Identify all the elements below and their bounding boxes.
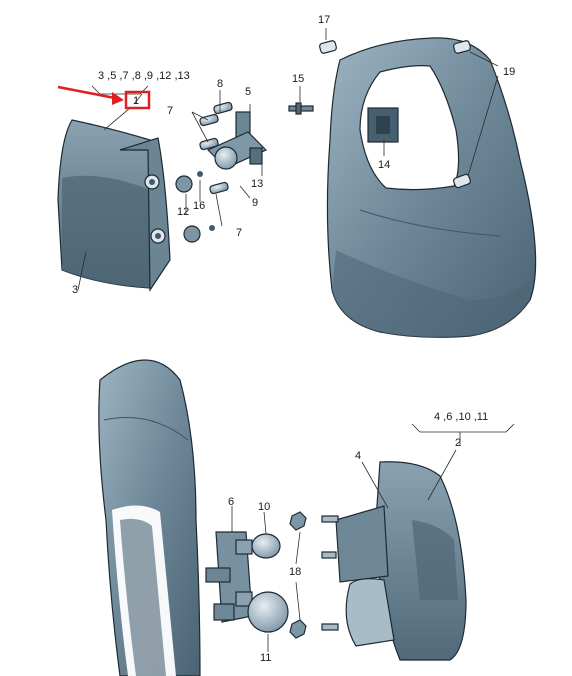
callout-16: 16: [193, 200, 205, 212]
callout-11: 11: [260, 652, 271, 664]
leader-lines: [77, 28, 515, 652]
bulb-holder-top: [175, 101, 268, 243]
callout-10: 10: [258, 501, 270, 513]
bulb-11: [213, 591, 289, 633]
screw-15: [288, 102, 314, 115]
callout-8: 8: [217, 78, 223, 90]
callout-7b: 7: [236, 227, 242, 239]
callout-17: 17: [318, 14, 330, 26]
callout-15: 15: [292, 73, 304, 85]
callout-18: 18: [289, 566, 301, 578]
highlight-part-1: [57, 85, 151, 110]
callout-2: 2: [455, 437, 461, 449]
callout-13: 13: [251, 178, 263, 190]
callout-6: 6: [228, 496, 234, 508]
wedge-bulbs: [199, 101, 233, 195]
callout-19: 19: [503, 66, 515, 78]
group-label-1: 3 ,5 ,7 ,8 ,9 ,12 ,13: [98, 70, 190, 82]
callout-7a: 7: [167, 105, 173, 117]
lamp-socket-14: [367, 107, 399, 143]
callout-3: 3: [72, 284, 78, 296]
tail-lamp-assembly-left: [57, 119, 171, 292]
bulb-10: [251, 533, 281, 559]
callout-labels: 3 ,5 ,7 ,8 ,9 ,12 ,13 1 3 8 5 7 13 12 16…: [72, 14, 515, 664]
callout-14: 14: [378, 159, 390, 171]
body-panel-top-right: [326, 37, 537, 338]
callout-12: 12: [177, 206, 189, 218]
callout-1: 1: [133, 95, 139, 107]
group-label-2: 4 ,6 ,10 ,11: [434, 411, 488, 423]
callout-9: 9: [252, 197, 258, 209]
clip-17: [319, 40, 337, 54]
rear-pillar-bottom-left: [98, 359, 201, 676]
tail-lamp-assembly-right: [321, 461, 467, 661]
bulb-holder-6: [205, 531, 253, 623]
callout-4: 4: [355, 450, 361, 462]
callout-5: 5: [245, 86, 251, 98]
clip-19: [453, 40, 471, 54]
